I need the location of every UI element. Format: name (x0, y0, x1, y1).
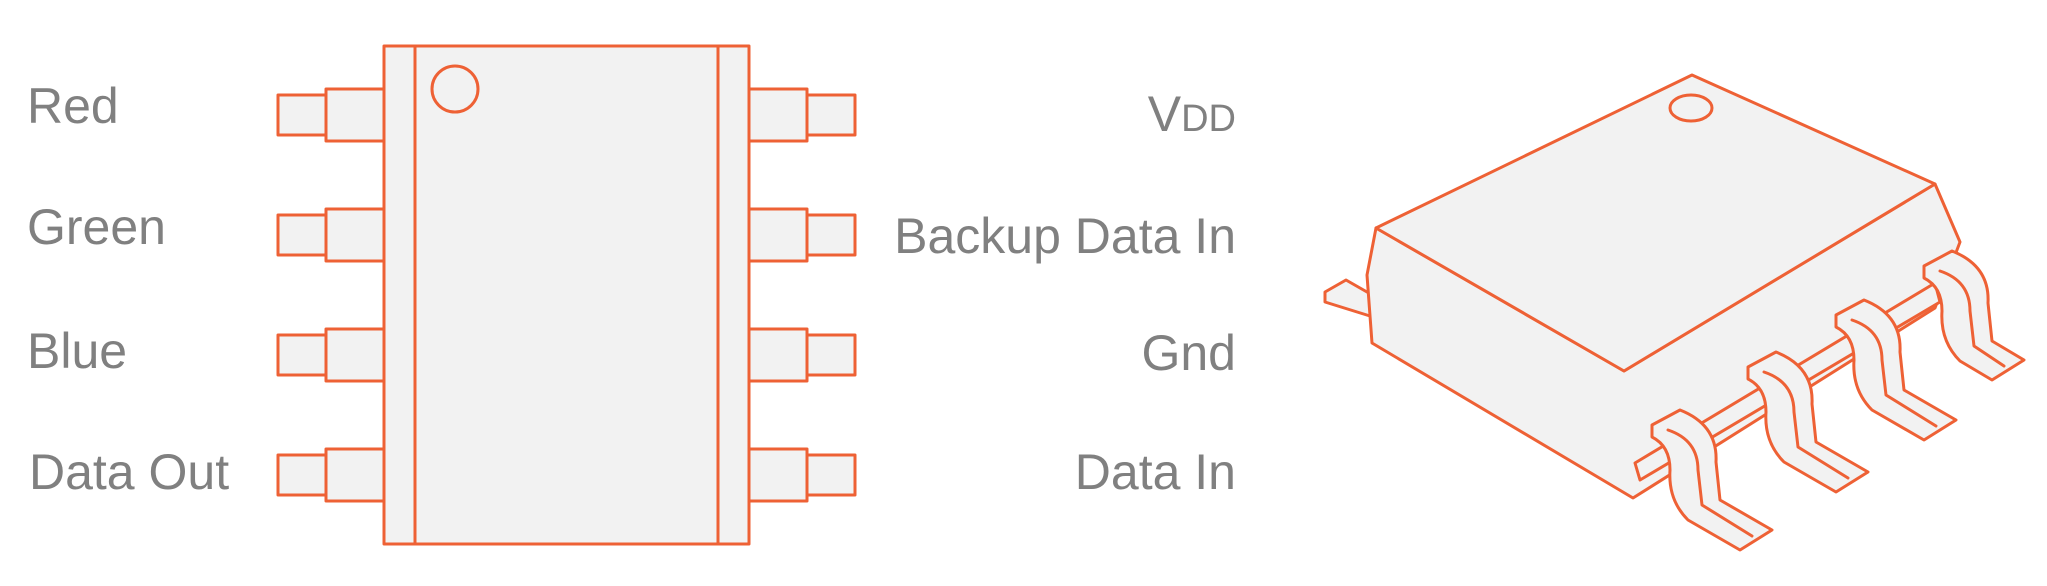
left-pin-labels: Red Green Blue Data Out (27, 78, 229, 500)
pin2-label: Green (27, 199, 166, 255)
left-pin-1 (276, 87, 386, 143)
right-pin-6 (747, 327, 857, 383)
left-pin-2 (276, 207, 386, 263)
pin8-label-subscript: DD (1181, 98, 1236, 140)
pin4-label: Data Out (29, 444, 229, 500)
chip-top-view (276, 44, 857, 546)
chip-isometric-view (1323, 73, 2026, 552)
right-pin-labels: VDD Backup Data In Gnd Data In (894, 86, 1236, 500)
pin3-label: Blue (27, 323, 127, 379)
iso-lead-1 (1650, 408, 1774, 552)
pin7-label: Backup Data In (894, 208, 1236, 264)
chip-body (382, 44, 751, 546)
iso-lead-3 (1834, 298, 1958, 442)
iso-body-top (1374, 73, 1937, 373)
right-pin-5 (747, 447, 857, 503)
iso-lead-4 (1922, 249, 2026, 382)
left-pin-4 (276, 447, 386, 503)
pin6-label: Gnd (1141, 325, 1236, 381)
pin1-label: Red (27, 78, 119, 134)
pin5-label: Data In (1075, 444, 1236, 500)
iso-pin1-indicator (1668, 93, 1714, 123)
pin8-label: VDD (1148, 86, 1236, 142)
right-pin-8 (747, 87, 857, 143)
iso-lead-2 (1746, 350, 1870, 494)
right-pin-7 (747, 207, 857, 263)
pin1-indicator-dot (430, 64, 480, 114)
pin8-label-main: V (1148, 86, 1182, 142)
left-pin-3 (276, 327, 386, 383)
